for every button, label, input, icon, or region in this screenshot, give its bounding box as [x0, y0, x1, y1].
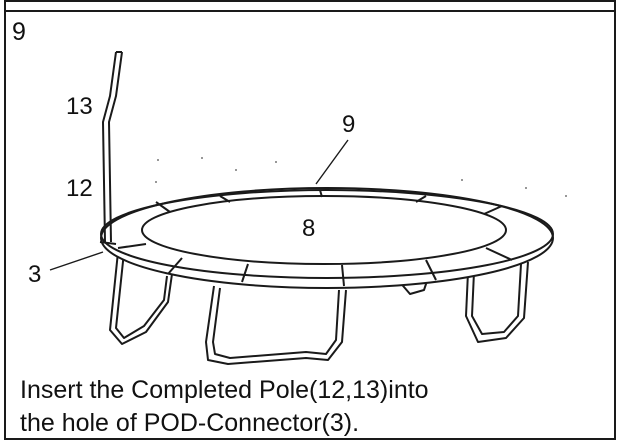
step-number: 9 — [12, 18, 26, 46]
pad-seam — [167, 257, 183, 275]
pad-seam — [415, 195, 427, 203]
scan-specks — [155, 157, 567, 197]
pad-seam — [155, 201, 171, 213]
top-border-tick-right — [614, 0, 616, 12]
frame-top-edge — [100, 189, 554, 279]
jumping-mat — [141, 195, 507, 265]
pad-seam — [117, 243, 147, 249]
leg-left-inner — [115, 251, 168, 339]
leader-line-connector — [49, 251, 104, 271]
instruction-panel: 9 — [4, 10, 616, 440]
pad-seam — [319, 189, 323, 198]
trampoline-illustration: 13 12 9 8 3 — [28, 51, 567, 365]
pad-seam — [341, 264, 345, 287]
pole-outline-left — [102, 51, 117, 243]
instruction-line-2: the hole of POD-Connector(3). — [20, 409, 360, 437]
leg-left — [109, 251, 173, 345]
enclosure-pole — [99, 51, 123, 245]
pad-seam — [485, 247, 513, 261]
leader-line-pad — [315, 139, 349, 185]
pad-seam — [219, 195, 231, 203]
pod-connector — [99, 241, 117, 245]
leader-lines — [49, 139, 349, 271]
leg-right-inner — [471, 263, 522, 335]
label-mat: 8 — [302, 215, 315, 242]
label-connector: 3 — [28, 261, 41, 288]
leg-center-inner — [212, 287, 340, 359]
label-pole-top: 13 — [66, 93, 93, 120]
leg-right — [465, 261, 529, 343]
top-border-tick-left — [4, 0, 6, 12]
pole-outline-right — [108, 51, 123, 243]
pad-seam — [241, 263, 249, 283]
pad-seam — [425, 259, 437, 281]
instruction-text: Insert the Completed Pole(12,13)into the… — [20, 374, 610, 440]
leg-center — [205, 285, 347, 365]
pad-seam — [483, 205, 503, 215]
instruction-line-1: Insert the Completed Pole(12,13)into — [20, 376, 429, 404]
label-pole-bottom: 12 — [66, 175, 93, 202]
label-pad: 9 — [342, 111, 355, 138]
trampoline-frame — [100, 187, 554, 289]
trampoline-legs — [109, 251, 529, 365]
top-border-line — [4, 0, 616, 2]
